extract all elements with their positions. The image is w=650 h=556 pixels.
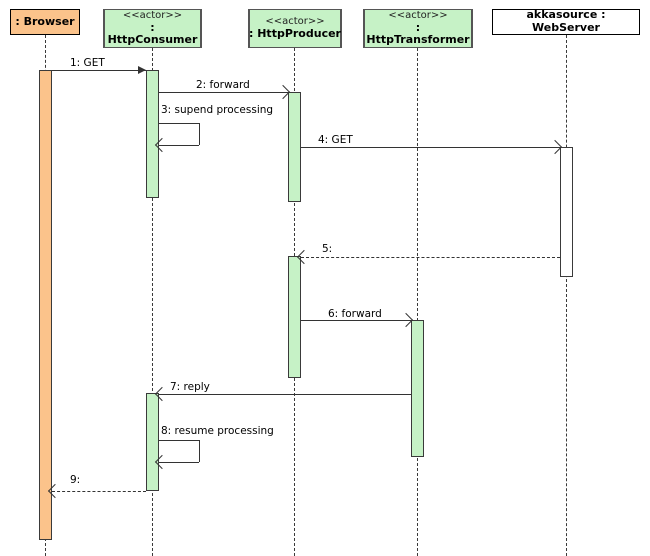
message-7-label: 7: reply <box>170 381 210 393</box>
message-9-line <box>52 491 146 492</box>
message-6-label: 6: forward <box>328 308 382 320</box>
activation-producer-2 <box>288 256 301 378</box>
message-6-line <box>301 320 411 321</box>
message-8-line-right <box>199 440 200 462</box>
message-4-line <box>301 147 560 148</box>
message-3-line-top <box>159 123 199 124</box>
participant-producer[interactable]: <<actor>> : HttpProducer <box>248 9 342 48</box>
message-2-line <box>159 92 288 93</box>
activation-transformer-1 <box>411 320 424 457</box>
participant-browser-name: : Browser <box>15 14 75 28</box>
participant-browser[interactable]: : Browser <box>10 9 80 35</box>
message-5-line <box>301 257 560 258</box>
participant-transformer-name: : HttpTransformer <box>366 20 470 47</box>
activation-consumer-2 <box>146 393 159 491</box>
participant-consumer[interactable]: <<actor>> : HttpConsumer <box>103 9 202 48</box>
message-3-line-right <box>199 123 200 145</box>
message-8-line-top <box>159 440 199 441</box>
message-5-label: 5: <box>322 243 333 255</box>
message-1-label: 1: GET <box>70 57 105 69</box>
participant-consumer-name: : HttpConsumer <box>107 20 198 47</box>
message-9-label: 9: <box>70 474 81 486</box>
participant-transformer-stereotype: <<actor>> <box>388 10 448 22</box>
participant-producer-name: : HttpProducer <box>249 26 341 40</box>
message-1-arrowhead <box>138 66 146 74</box>
participant-producer-stereotype: <<actor>> <box>265 16 325 28</box>
activation-webserver-1 <box>560 147 573 277</box>
message-4-label: 4: GET <box>318 134 353 146</box>
message-3-label: 3: supend processing <box>161 104 274 116</box>
message-8-label: 8: resume processing <box>161 425 274 437</box>
participant-webserver-name: akkasource : WebServer <box>526 8 606 34</box>
message-1-line <box>52 70 146 71</box>
activation-browser <box>39 70 52 540</box>
lifeline-webserver <box>566 35 567 556</box>
message-8-line-bottom <box>159 462 199 463</box>
message-7-line <box>159 394 411 395</box>
lifeline-consumer <box>152 48 153 556</box>
message-3-line-bottom <box>159 145 199 146</box>
participant-webserver[interactable]: akkasource : WebServer <box>492 8 640 35</box>
participant-transformer[interactable]: <<actor>> : HttpTransformer <box>363 9 473 48</box>
participant-consumer-stereotype: <<actor>> <box>122 10 183 22</box>
message-2-label: 2: forward <box>196 79 250 91</box>
activation-consumer-1 <box>146 70 159 198</box>
lifeline-transformer <box>417 48 418 556</box>
activation-producer-1 <box>288 92 301 202</box>
